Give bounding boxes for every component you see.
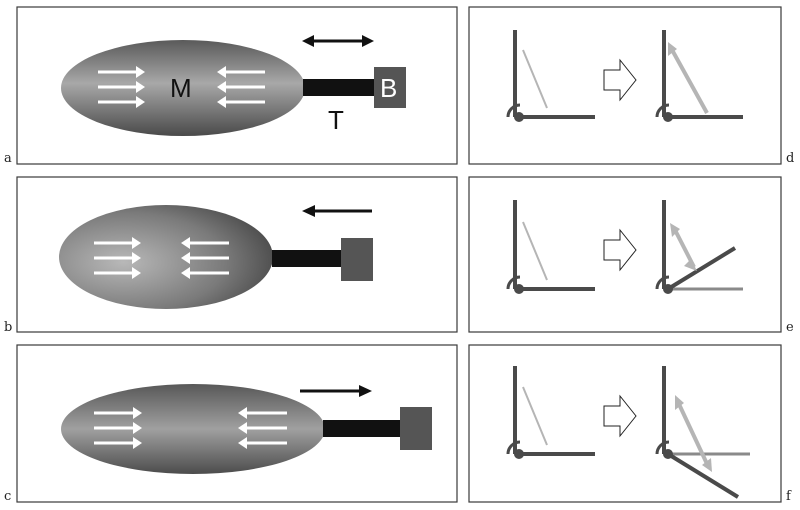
panel-c: c: [4, 344, 458, 504]
tendon: [303, 79, 376, 96]
panel-c-frame: [16, 344, 458, 503]
panel-b: b: [4, 176, 458, 335]
arrow-right-icon: [300, 385, 372, 397]
contraction-arrows-right: [181, 237, 229, 279]
muscle-label: M: [170, 73, 192, 103]
panel-e-letter: e: [786, 320, 794, 335]
joint-diagram-before: [506, 30, 595, 122]
panel-e: e: [468, 176, 794, 335]
panel-a-letter: a: [4, 151, 12, 166]
hollow-arrow-icon: [603, 228, 637, 272]
double-arrow-icon: [302, 35, 374, 47]
joint-diagram-after: [655, 200, 743, 294]
tendon: [323, 420, 403, 437]
contraction-arrows-right: [217, 66, 265, 108]
bone-block: [400, 407, 432, 450]
arrow-left-icon: [302, 205, 372, 217]
muscle: [61, 40, 305, 136]
contraction-arrows-left: [98, 66, 145, 108]
panel-d-frame: [468, 6, 782, 165]
panel-f: f: [468, 344, 792, 504]
tendon: [272, 250, 344, 267]
tendon-label: T: [328, 105, 344, 135]
contraction-arrows-left: [94, 407, 142, 449]
panel-a: M T B a: [4, 6, 458, 166]
panel-d: d: [468, 6, 794, 166]
panel-f-letter: f: [786, 489, 792, 504]
panel-b-frame: [16, 176, 458, 333]
muscle: [61, 384, 325, 474]
panel-d-letter: d: [786, 151, 794, 166]
spring-thick: [669, 47, 709, 114]
panel-b-letter: b: [4, 320, 12, 335]
limb-flexed: [666, 246, 737, 291]
panel-f-frame: [468, 344, 782, 503]
contraction-arrows-right: [238, 407, 287, 449]
bone-label: B: [380, 73, 397, 103]
spring-thin: [522, 49, 548, 109]
joint-diagram-before: [506, 200, 595, 294]
panel-e-frame: [468, 176, 782, 333]
hollow-arrow-icon: [603, 58, 637, 102]
panel-c-letter: c: [4, 489, 11, 504]
joint-diagram-after: [655, 366, 750, 499]
muscle: [59, 205, 273, 309]
bone-block: [374, 67, 406, 108]
joint-diagram-before: [506, 366, 595, 459]
hollow-arrow-icon: [603, 394, 637, 438]
panel-a-frame: [16, 6, 458, 165]
joint-diagram-after: [655, 30, 743, 122]
limb-extended: [666, 452, 740, 499]
contraction-arrows-left: [94, 237, 141, 279]
bone-block: [341, 238, 373, 281]
